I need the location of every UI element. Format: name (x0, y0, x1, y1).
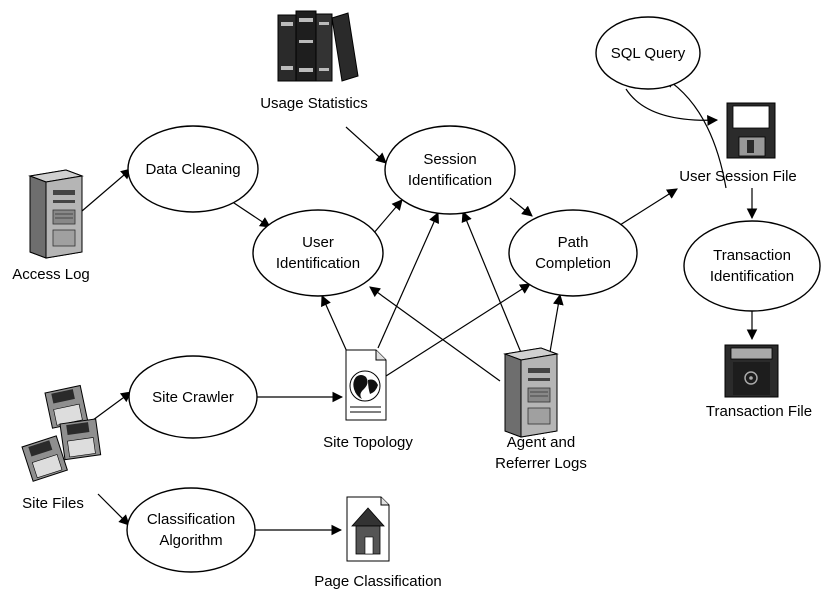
node-access-log: Access Log (12, 169, 90, 283)
classification-algorithm-label-line2: Algorithm (159, 532, 222, 549)
floppy-disk-icon (726, 102, 776, 159)
page-classification-label: Page Classification (314, 573, 442, 590)
node-path-completion: Path Completion (508, 209, 638, 297)
floppy-disks-icon (21, 384, 102, 482)
server-tower-icon (28, 169, 84, 259)
document-globe-icon (345, 349, 387, 421)
site-files-label: Site Files (22, 495, 84, 512)
node-site-files: Site Files (21, 384, 102, 512)
edge-usage-statistics-to-session-identification (345, 126, 387, 164)
document-house-icon (346, 496, 390, 562)
session-identification-label-line1: Session (423, 151, 476, 168)
usage-statistics-label: Usage Statistics (260, 95, 368, 112)
node-sql-query: SQL Query (595, 16, 701, 90)
edge-agent-logs-to-user-identification (369, 286, 501, 382)
edge-site-topology-to-session-identification (377, 212, 439, 349)
node-agent-referrer-logs: Agent and Referrer Logs (495, 347, 587, 472)
books-icon (277, 10, 359, 82)
edge-site-files-to-classification-algorithm (97, 493, 130, 526)
site-topology-label: Site Topology (323, 434, 413, 451)
node-classification-algorithm: Classification Algorithm (126, 487, 256, 573)
classification-algorithm-label-line1: Classification (147, 511, 235, 528)
edge-agent-logs-to-session-identification (461, 211, 523, 356)
edge-path-completion-to-user-session-file (619, 188, 678, 226)
node-site-crawler: Site Crawler (128, 355, 258, 439)
data-cleaning-label: Data Cleaning (145, 161, 240, 178)
edge-agent-logs-to-path-completion (549, 293, 564, 353)
transaction-identification-label-line1: Transaction (713, 247, 791, 264)
sql-query-label: SQL Query (611, 45, 686, 62)
session-identification-label-line2: Identification (408, 172, 492, 189)
site-crawler-label: Site Crawler (152, 389, 234, 406)
node-page-classification: Page Classification (314, 496, 442, 590)
edges (81, 77, 758, 536)
node-transaction-file: Transaction File (706, 344, 812, 420)
path-completion-label-line1: Path (558, 234, 589, 251)
edge-site-files-to-site-crawler (92, 391, 132, 421)
edge-site-topology-to-path-completion (385, 283, 531, 377)
user-identification-label-line2: Identification (276, 255, 360, 272)
node-user-session-file: User Session File (679, 102, 797, 185)
user-session-file-label: User Session File (679, 168, 797, 185)
node-user-identification: User Identification (252, 209, 384, 297)
transaction-file-label: Transaction File (706, 403, 812, 420)
access-log-label: Access Log (12, 266, 90, 283)
node-site-topology: Site Topology (323, 349, 413, 451)
transaction-identification-label-line2: Identification (710, 268, 794, 285)
agent-referrer-logs-label-line2: Referrer Logs (495, 455, 587, 472)
node-session-identification: Session Identification (384, 125, 516, 215)
edge-access-log-to-data-cleaning (81, 168, 132, 212)
edge-site-topology-to-user-identification (321, 295, 349, 355)
node-usage-statistics: Usage Statistics (260, 10, 368, 112)
edge-sql-query-to-user-session-file (625, 88, 719, 126)
server-tower-icon (503, 347, 559, 438)
path-completion-label-line2: Completion (535, 255, 611, 272)
floppy-disk-icon (724, 344, 779, 398)
agent-referrer-logs-label-line1: Agent and (507, 434, 575, 451)
node-data-cleaning: Data Cleaning (127, 125, 259, 213)
node-transaction-identification: Transaction Identification (683, 220, 821, 312)
edge-user-identification-to-session-identification (372, 199, 403, 235)
edge-session-identification-to-path-completion (509, 197, 533, 217)
user-identification-label-line1: User (302, 234, 334, 251)
